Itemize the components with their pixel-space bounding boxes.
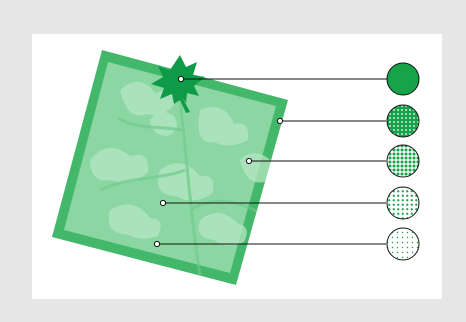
- callout-anchor-2: [276, 117, 284, 125]
- callout-anchor-3: [245, 157, 253, 165]
- swatch-dense-dots: [386, 104, 420, 138]
- swatch-column: [386, 62, 420, 261]
- leaf-pattern-icon: [90, 81, 273, 276]
- swatch-solid: [386, 62, 420, 96]
- callout-anchor-5: [153, 240, 161, 248]
- swatch-medium-dots: [386, 144, 420, 178]
- swatch-light-dots: [386, 186, 420, 220]
- callout-anchor-1: [177, 75, 185, 83]
- callouts: [153, 75, 387, 248]
- maple-leaf-icon: [151, 55, 205, 113]
- callout-anchor-4: [159, 199, 167, 207]
- pattern-tile: [52, 50, 288, 285]
- swatch-sparse-dots: [386, 227, 420, 261]
